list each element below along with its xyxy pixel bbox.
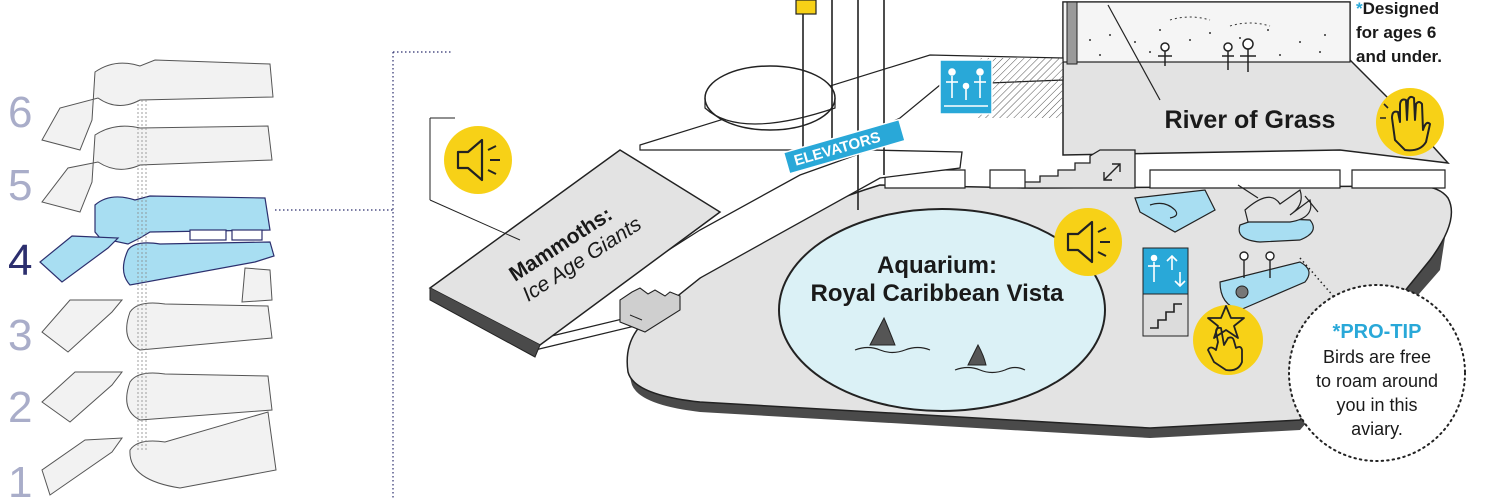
river-of-grass-label: River of Grass xyxy=(1165,106,1336,134)
river-of-grass-wall xyxy=(1062,1,1351,63)
aquarium-title: Aquarium: xyxy=(877,252,997,279)
pro-tip-line: to roam around xyxy=(1316,371,1438,391)
floor-label-2[interactable]: 2 xyxy=(8,383,32,432)
floor-label-4-current[interactable]: 4 xyxy=(8,236,32,285)
floor-plate-4[interactable] xyxy=(39,195,275,286)
age-note: *Designed for ages 6 and under. xyxy=(1356,0,1442,66)
pro-tip-title: *PRO-TIP xyxy=(1333,321,1422,343)
floor-label-6[interactable]: 6 xyxy=(8,88,32,137)
floor-plate-6[interactable] xyxy=(41,59,274,151)
deck-railings xyxy=(884,169,1446,189)
stairs-icon[interactable] xyxy=(1142,293,1189,337)
floor-plate-1[interactable] xyxy=(41,411,277,496)
pro-tip-line: you in this xyxy=(1336,395,1417,415)
floor-plate-3[interactable] xyxy=(41,267,273,353)
pro-tip-line: Birds are free xyxy=(1323,347,1431,367)
floor-leader-line xyxy=(275,51,452,500)
floor-label-1[interactable]: 1 xyxy=(8,458,32,500)
grass-texture xyxy=(1089,29,1326,56)
touch-tank-icon[interactable] xyxy=(1193,305,1263,375)
hands-on-icon[interactable] xyxy=(1376,88,1444,156)
pro-tip-line: aviary. xyxy=(1351,419,1403,439)
mammoths-stairs xyxy=(619,287,681,333)
touch-tank[interactable] xyxy=(1219,251,1310,311)
floor-plate-5[interactable] xyxy=(41,125,273,213)
circular-room xyxy=(704,65,836,131)
audio-guide-icon[interactable] xyxy=(444,126,512,194)
pro-tip-callout: *PRO-TIP Birds are free to roam around y… xyxy=(1288,257,1466,462)
aquarium-subtitle: Royal Caribbean Vista xyxy=(811,280,1065,307)
floor-label-5[interactable]: 5 xyxy=(8,161,32,210)
age-note-line2: for ages 6 xyxy=(1356,23,1436,42)
floor-selector: 6 5 4 3 2 1 xyxy=(8,51,452,500)
floor-label-3[interactable]: 3 xyxy=(8,311,32,360)
expand-icon[interactable] xyxy=(1103,163,1121,181)
age-note-line3: and under. xyxy=(1356,47,1442,66)
floor-4-map: ELEVATORS Mammoths: Ice Age Giants Aquar… xyxy=(428,0,1466,462)
shark-fin-icon xyxy=(854,316,1026,374)
restroom-area xyxy=(975,58,1063,118)
aviary-exhibit[interactable] xyxy=(1237,184,1319,243)
stairs-to-river xyxy=(1021,149,1136,189)
floor-plate-2[interactable] xyxy=(41,371,273,423)
age-note-line1: *Designed xyxy=(1356,0,1439,18)
visitor-figures xyxy=(1158,38,1256,72)
aquarium-exhibit[interactable]: Aquarium: Royal Caribbean Vista xyxy=(778,208,1106,412)
elevator-icon[interactable] xyxy=(1142,247,1189,295)
restroom-family-icon[interactable] xyxy=(939,59,993,115)
audio-guide-icon[interactable] xyxy=(1054,208,1122,276)
touch-pool[interactable] xyxy=(1134,189,1216,233)
